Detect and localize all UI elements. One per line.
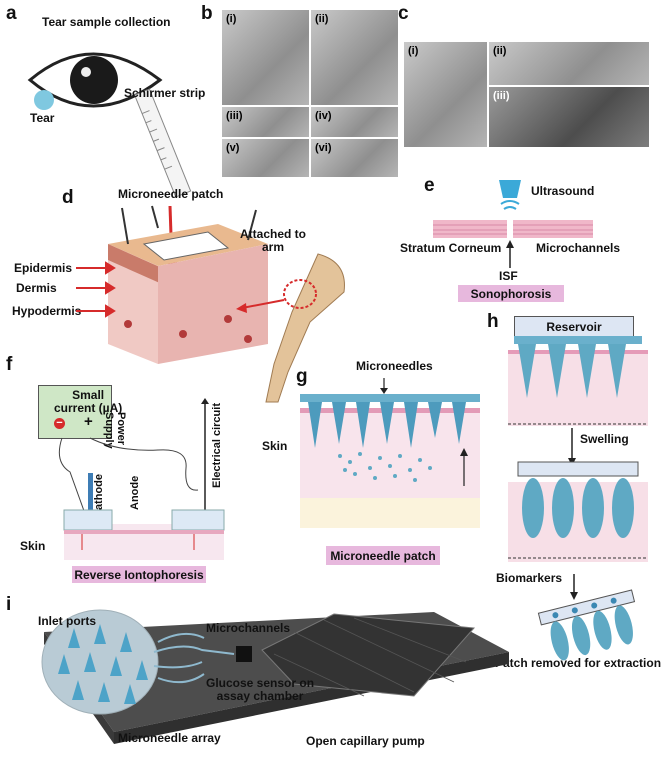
- glucose-sensor-label: Glucose sensor on assay chamber: [206, 676, 315, 703]
- microneedles-label: Microneedles: [356, 359, 433, 373]
- photo-c-iii: (iii): [489, 87, 649, 147]
- power-supply-box: [38, 385, 112, 439]
- open-capillary-pump-label: Open capillary pump: [306, 734, 425, 748]
- plus-terminal: +: [84, 413, 93, 430]
- microchannels-label-i: Microchannels: [206, 621, 291, 635]
- attached-to-arm-label: Attached to arm: [240, 227, 306, 254]
- skin-label-f: Skin: [20, 539, 46, 553]
- sub-label: (i): [226, 13, 237, 25]
- panel-label-d: d: [62, 187, 74, 208]
- microneedle-patch-box: Microneedle patch: [326, 546, 440, 565]
- minus-terminal-icon: −: [54, 418, 65, 429]
- photo-b-ii: (ii): [311, 10, 398, 105]
- tear-label: Tear: [30, 111, 55, 125]
- microchannels-label-e: Microchannels: [536, 241, 621, 255]
- arm-illustration: [236, 253, 345, 403]
- panel-label-g: g: [296, 366, 308, 387]
- inlet-ports-label: Inlet ports: [38, 614, 97, 628]
- anode-label: Anode: [129, 475, 141, 510]
- electrical-circuit-arrow: [201, 398, 209, 518]
- panel-label-b: b: [201, 3, 213, 24]
- panel-label-h: h: [487, 311, 499, 332]
- sub-label: (iii): [226, 110, 243, 122]
- removed-patch: [537, 574, 636, 661]
- sonophorosis-skin: [433, 220, 593, 238]
- photo-b-iv: (iv): [311, 107, 398, 137]
- ultrasound-label: Ultrasound: [531, 184, 595, 198]
- photo-b-i: (i): [222, 10, 309, 105]
- microfluidic-device: [41, 609, 509, 744]
- stratum-corneum-label: Stratum Corneum: [400, 241, 502, 255]
- cathode-rod: [88, 473, 93, 525]
- small-current-label: Small current (µA): [54, 388, 123, 415]
- photo-b-vi: (vi): [311, 139, 398, 177]
- isf-label: ISF: [499, 269, 518, 283]
- panel-label-c: c: [398, 3, 409, 24]
- epidermis-label: Epidermis: [14, 261, 73, 275]
- panel-label-a: a: [6, 3, 17, 24]
- swelling-label: Swelling: [580, 432, 629, 446]
- layer-arrows: [76, 261, 116, 318]
- reservoir-box: Reservoir: [514, 316, 634, 338]
- sub-label: (vi): [315, 142, 332, 154]
- sonophorosis-box: Sonophorosis: [458, 285, 564, 302]
- photo-c-i: (i): [404, 42, 487, 147]
- reservoir-needles-top: [508, 336, 648, 426]
- sub-label: (ii): [493, 45, 507, 57]
- microneedle-patch-illustration: [300, 378, 480, 528]
- isf-arrow: [506, 240, 514, 268]
- panel-label-i: i: [6, 594, 12, 615]
- ultrasound-transducer-icon: [499, 180, 521, 210]
- photo-b-iii: (iii): [222, 107, 309, 137]
- microneedle-array-label: Microneedle array: [118, 731, 221, 745]
- skin-label-g: Skin: [262, 439, 288, 453]
- photo-c-ii: (ii): [489, 42, 649, 85]
- dermis-label: Dermis: [16, 281, 57, 295]
- sub-label: (v): [226, 142, 240, 154]
- panel-label-e: e: [424, 175, 435, 196]
- tear-collection-title: Tear sample collection: [42, 15, 171, 29]
- photo-b-v: (v): [222, 139, 309, 177]
- patch-removed-label: Patch removed for extraction: [495, 656, 661, 670]
- eye-illustration: [27, 52, 192, 198]
- biomarkers-label: Biomarkers: [496, 571, 563, 585]
- electrical-circuit-label: Electrical circuit: [211, 403, 223, 488]
- sub-label: (iv): [315, 110, 332, 122]
- sub-label: (ii): [315, 13, 329, 25]
- skin-block-illustration: [108, 205, 268, 364]
- panel-label-f: f: [6, 354, 13, 375]
- sub-label: (i): [408, 45, 419, 57]
- reverse-iontophoresis-box: Reverse Iontophoresis: [72, 566, 206, 583]
- iontophoresis-skin: [63, 509, 225, 560]
- swollen-patch: [508, 461, 648, 562]
- hypodermis-label: Hypodermis: [12, 304, 82, 318]
- microneedle-patch-label: Microneedle patch: [118, 187, 224, 201]
- circuit-wires: [58, 437, 199, 523]
- schirmer-strip-label: Schirmer strip: [124, 86, 206, 100]
- sub-label: (iii): [493, 90, 510, 102]
